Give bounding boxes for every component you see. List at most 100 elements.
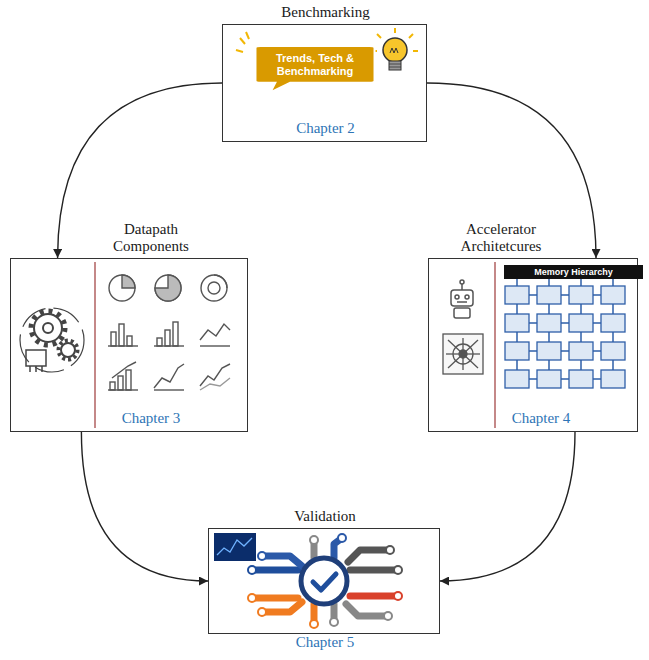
pe-link <box>529 294 537 296</box>
pe-link <box>561 350 569 352</box>
chart-icons-part <box>155 275 181 301</box>
trace-ends-part <box>394 566 402 574</box>
circuit-traces-part <box>346 604 388 616</box>
sparkle-dashes-part <box>240 38 245 44</box>
section-heading: Accelerator Architetcures <box>445 221 557 256</box>
processing-element <box>601 342 625 360</box>
chapter-box: BenchmarkingChapter 2Trends, Tech & Benc… <box>222 24 427 142</box>
robot-icon-part <box>451 290 473 306</box>
processing-element <box>569 342 593 360</box>
chart-icons-part <box>214 275 227 288</box>
gear-icon-part <box>20 308 84 372</box>
chart-icons-part <box>165 330 170 346</box>
gear-icon <box>20 308 84 372</box>
light-bulb-part <box>390 48 398 53</box>
trace-ends <box>248 534 402 628</box>
pe-link <box>561 378 569 380</box>
pe-link <box>548 278 550 286</box>
gear-icon-part <box>35 366 37 372</box>
section-heading: Validation <box>294 508 356 525</box>
processing-element <box>537 370 561 388</box>
pe-grid <box>505 278 625 388</box>
chapter-label: Chapter 3 <box>122 410 181 427</box>
pe-link <box>516 332 518 342</box>
check-badge-part <box>301 558 347 604</box>
trace-ends-part <box>338 534 346 542</box>
processing-element <box>569 370 593 388</box>
trace-ends-part <box>330 618 338 626</box>
pe-link <box>593 378 601 380</box>
gear-icon-part <box>34 314 62 342</box>
robot-icon-part <box>461 284 463 290</box>
chapter-box: ValidationChapter 5 <box>208 528 440 634</box>
pe-link <box>529 322 537 324</box>
trace-ends-part <box>384 612 392 620</box>
light-bulb-part <box>389 67 401 68</box>
network-icon-part <box>462 338 463 354</box>
gear-icon-part <box>43 323 53 333</box>
curved-arrow <box>440 432 575 581</box>
chart-icons-part <box>154 389 184 390</box>
chart-icons-part <box>110 382 115 390</box>
robot-icon-part <box>457 301 467 303</box>
chart-thumbnail-part <box>214 533 256 561</box>
circuit-traces-part <box>262 602 302 612</box>
chapter-label: Chapter 5 <box>296 634 355 651</box>
light-bulb-part <box>409 34 413 38</box>
robot-icon-part <box>454 308 470 318</box>
gear-icon-part <box>31 311 65 345</box>
chart-icons-part <box>157 338 162 346</box>
chapter-label: Chapter 2 <box>296 120 355 137</box>
panel-divider <box>94 262 96 428</box>
chart-icons-part <box>122 275 135 288</box>
light-bulb <box>372 28 418 70</box>
processing-element <box>537 314 561 332</box>
pe-link <box>612 304 614 314</box>
pe-link <box>516 304 518 314</box>
processing-element <box>537 286 561 304</box>
robot-icon-part <box>455 295 459 299</box>
sparkle-dashes <box>236 32 249 52</box>
processing-element <box>505 286 529 304</box>
pe-link <box>612 278 614 286</box>
pe-link <box>529 350 537 352</box>
curved-arrow <box>427 83 596 258</box>
processing-element <box>601 286 625 304</box>
chart-icons-part <box>109 275 135 301</box>
chart-thumbnail-part <box>217 538 252 555</box>
chart-icons-part <box>126 370 131 390</box>
processing-element <box>601 370 625 388</box>
processing-element <box>537 342 561 360</box>
light-bulb-part <box>383 38 407 62</box>
chart-icons-part <box>111 332 116 346</box>
light-bulb-part <box>413 50 418 52</box>
network-icon-part <box>462 354 463 370</box>
pe-link <box>612 332 614 342</box>
chart-icons-part <box>112 362 136 378</box>
gear-icon-part <box>29 366 31 372</box>
pe-link <box>548 332 550 342</box>
chart-icons-part <box>154 364 184 388</box>
processing-element <box>505 342 529 360</box>
chapter-box: Accelerator ArchitetcuresChapter 4Memory… <box>428 258 638 432</box>
pe-link <box>580 360 582 370</box>
pe-link <box>593 350 601 352</box>
pe-link <box>580 304 582 314</box>
pe-link <box>580 332 582 342</box>
bubble-text: Trends, Tech & Benchmarking <box>263 52 367 78</box>
chapter-box: Datapath ComponentsChapter 3 <box>10 258 248 432</box>
chart-icons-part <box>127 336 132 346</box>
trace-ends-part <box>310 536 318 544</box>
trace-ends-part <box>258 552 266 560</box>
chapter-label: Chapter 4 <box>512 410 571 427</box>
processing-element <box>601 314 625 332</box>
pe-link <box>516 278 518 286</box>
network-icon-part <box>463 353 480 354</box>
processing-element <box>569 286 593 304</box>
chart-icons-part <box>201 275 227 301</box>
pe-link <box>516 360 518 370</box>
light-bulb-part <box>389 61 401 70</box>
network-icon <box>443 334 483 374</box>
